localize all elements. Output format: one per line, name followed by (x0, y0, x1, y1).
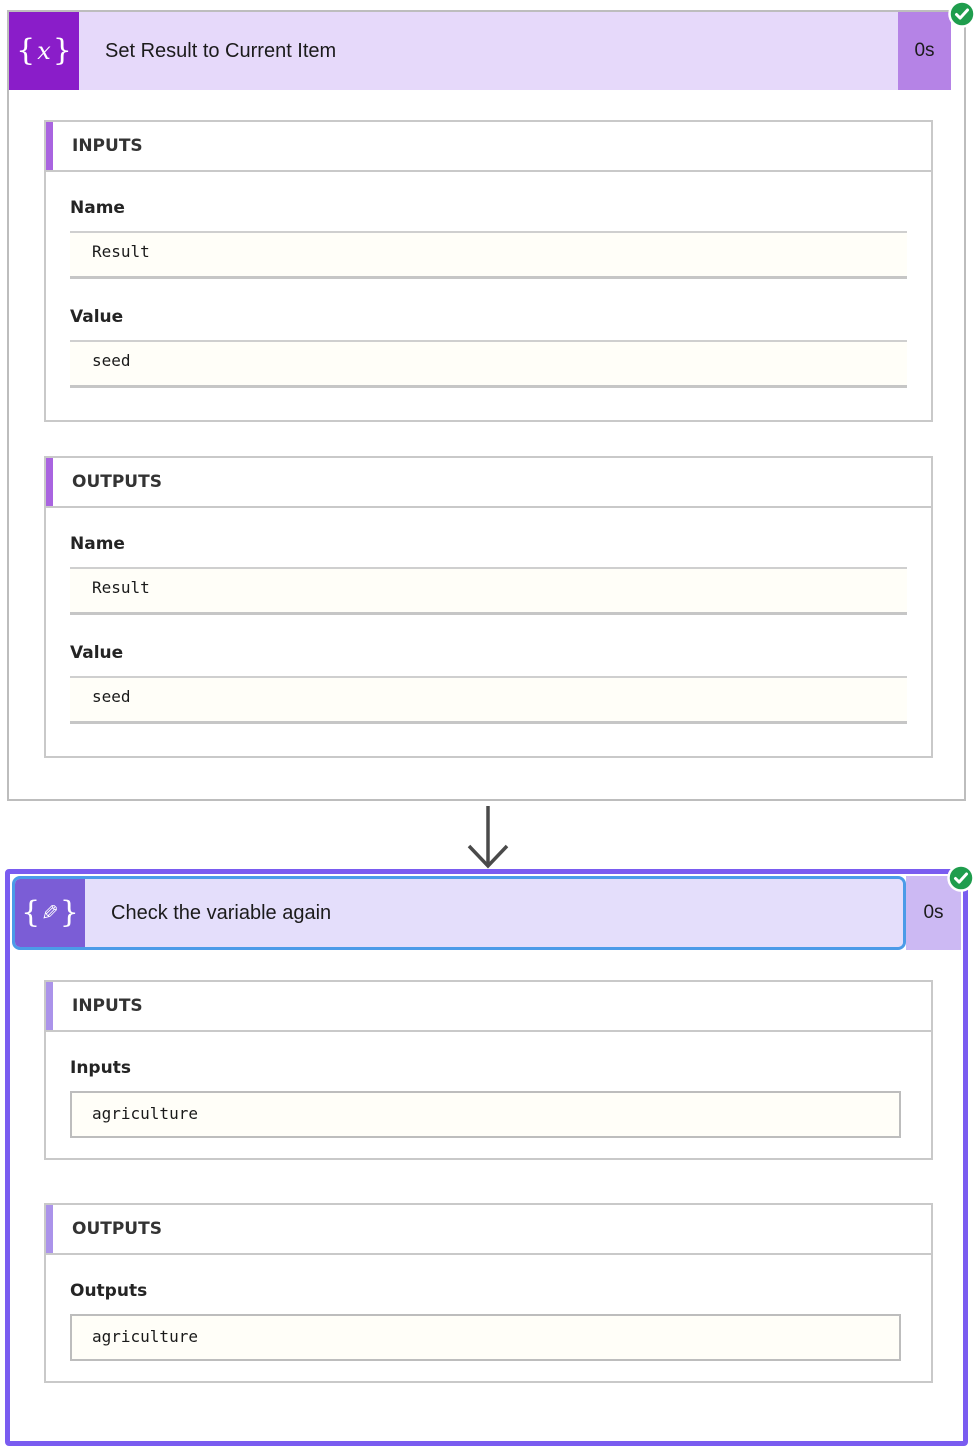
field-label-value: Value (70, 307, 124, 327)
flow-connector-arrow-icon (460, 805, 516, 871)
inputs-section: INPUTS Name Result Value seed (44, 120, 933, 422)
action-header[interactable]: { x } Set Result to Current Item 0s (9, 12, 951, 90)
outputs-section-body: Name Result Value seed (44, 508, 933, 758)
action-title: Set Result to Current Item (79, 12, 898, 90)
inputs-section-body: Inputs agriculture (44, 1032, 933, 1160)
outputs-section-header: OUTPUTS (44, 456, 933, 508)
field-value-outputs: agriculture (70, 1314, 901, 1361)
compose-icon: { ✎ } (15, 879, 85, 947)
brace-left: { (21, 895, 41, 930)
inputs-section-body: Name Result Value seed (44, 172, 933, 422)
duration-badge: 0s (906, 876, 961, 950)
brace-right: } (59, 895, 79, 930)
field-value-inputs: agriculture (70, 1091, 901, 1138)
inputs-section-header: INPUTS (44, 120, 933, 172)
outputs-section-body: Outputs agriculture (44, 1255, 933, 1383)
success-check-icon (948, 0, 974, 28)
outputs-section: OUTPUTS Name Result Value seed (44, 456, 933, 758)
field-value-value: seed (70, 340, 907, 388)
set-variable-icon: { x } (9, 12, 79, 90)
field-label-inputs: Inputs (70, 1058, 131, 1078)
variable-x-glyph: x (37, 37, 51, 65)
inputs-section: INPUTS Inputs agriculture (44, 980, 933, 1160)
brace-left: { (16, 33, 36, 68)
action-card-check-variable: { ✎ } Check the variable again 0s INPUTS… (5, 864, 974, 1446)
pencil-glyph: ✎ (41, 900, 59, 925)
action-title: Check the variable again (85, 879, 903, 947)
outputs-section-header: OUTPUTS (44, 1203, 933, 1255)
success-check-icon (947, 864, 974, 892)
selected-header-outline[interactable]: { ✎ } Check the variable again (12, 876, 906, 950)
field-label-outputs: Outputs (70, 1281, 148, 1301)
field-value-value: seed (70, 676, 907, 724)
brace-right: } (52, 33, 72, 68)
field-value-name: Result (70, 567, 907, 615)
inputs-section-header: INPUTS (44, 980, 933, 1032)
outputs-section: OUTPUTS Outputs agriculture (44, 1203, 933, 1383)
action-header[interactable]: { ✎ } Check the variable again 0s (12, 876, 961, 950)
duration-badge: 0s (898, 12, 951, 90)
action-card-set-result: { x } Set Result to Current Item 0s INPU… (7, 0, 974, 801)
field-label-name: Name (70, 534, 125, 554)
field-label-value: Value (70, 643, 124, 663)
field-value-name: Result (70, 231, 907, 279)
field-label-name: Name (70, 198, 125, 218)
